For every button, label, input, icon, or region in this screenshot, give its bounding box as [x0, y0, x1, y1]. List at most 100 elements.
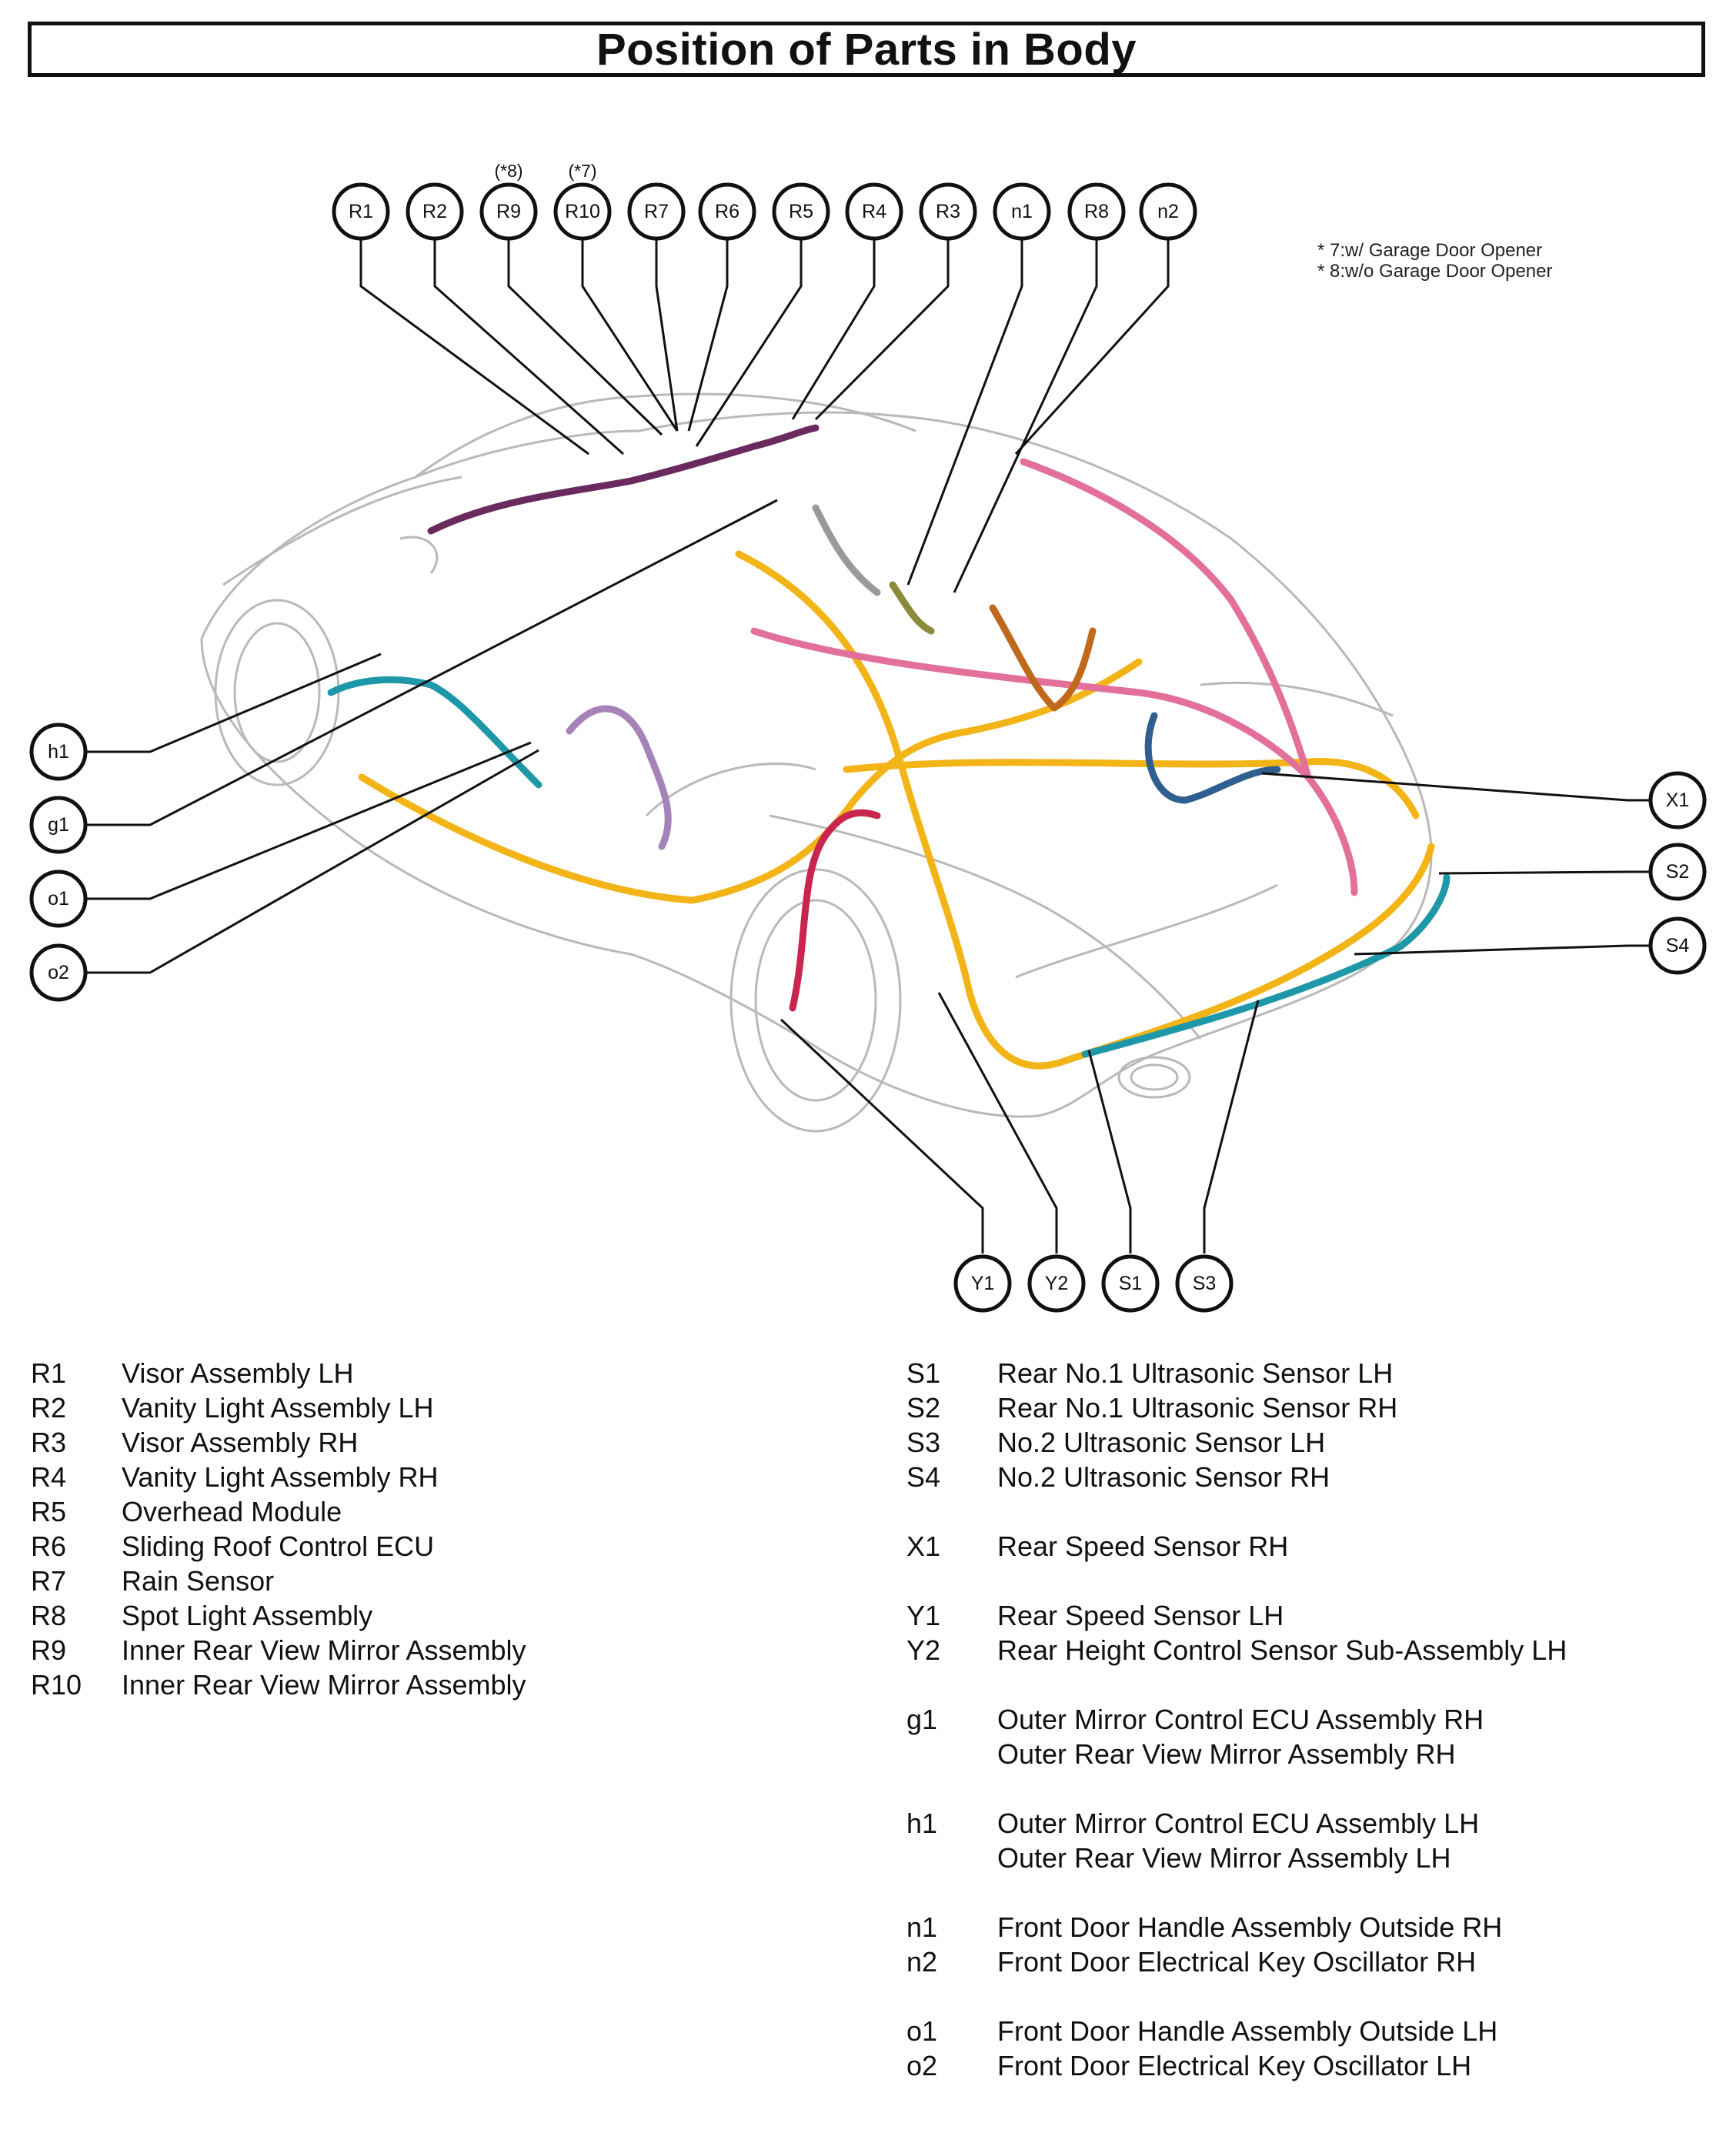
- legend-label: No.2 Ultrasonic Sensor LH: [997, 1427, 1326, 1458]
- legend-code: S1: [906, 1357, 941, 1389]
- legend-label: Overhead Module: [122, 1496, 342, 1527]
- legend-code: n1: [906, 1911, 938, 1943]
- callout-X1: X1: [1648, 771, 1707, 830]
- svg-text:n2: n2: [1157, 201, 1179, 222]
- legend-code: R7: [31, 1565, 67, 1597]
- legend-code: X1: [906, 1530, 941, 1562]
- legend-code: [906, 1737, 997, 1771]
- legend-label: Outer Mirror Control ECU Assembly LH: [997, 1808, 1480, 1839]
- svg-text:R10: R10: [565, 201, 600, 222]
- legend-item-s1: S1 Rear No.1 Ultrasonic Sensor LH: [906, 1356, 1567, 1390]
- legend-item-x1: X1 Rear Speed Sensor RH: [906, 1529, 1567, 1564]
- legend-code: o1: [906, 2015, 938, 2047]
- callout-S1: S1: [1101, 1254, 1160, 1313]
- legend-code: S4: [906, 1461, 941, 1493]
- legend-item-g1: g1 Outer Mirror Control ECU Assembly RH: [906, 1702, 1567, 1737]
- callout-R7: R7: [627, 182, 686, 241]
- legend-spacer: [906, 1875, 1567, 1910]
- svg-text:(*7): (*7): [568, 161, 596, 181]
- legend-label: Inner Rear View Mirror Assembly: [122, 1669, 526, 1701]
- legend-right: S1 Rear No.1 Ultrasonic Sensor LH S2 Rear N…: [906, 1356, 1567, 2083]
- callout-R9: R9 (*8): [479, 161, 538, 241]
- legend-code: R9: [31, 1634, 67, 1666]
- svg-text:S2: S2: [1666, 861, 1690, 883]
- legend-code: o2: [906, 2050, 938, 2081]
- legend-code: S3: [906, 1427, 941, 1458]
- legend-item-y2: Y2 Rear Height Control Sensor Sub-Assembl…: [906, 1633, 1567, 1667]
- legend-label: Front Door Electrical Key Oscillator RH: [997, 1946, 1477, 1978]
- callout-R2: R2: [406, 182, 464, 241]
- leader-lines: [85, 232, 1651, 1253]
- wire-harnesses: [327, 424, 1451, 1070]
- legend-spacer: [906, 1979, 1567, 2014]
- svg-text:R4: R4: [862, 201, 886, 222]
- svg-text:(*8): (*8): [494, 161, 522, 181]
- legend-label: Visor Assembly RH: [122, 1427, 359, 1458]
- legend-label: Rear Speed Sensor RH: [997, 1530, 1289, 1562]
- callouts-top: R1 R2 R9 (*8) R10 (*7) R7 R6 R5 R4 R3 n1 R…: [332, 161, 1197, 241]
- legend-item-r6: R6 Sliding Roof Control ECU: [31, 1529, 526, 1564]
- svg-text:X1: X1: [1666, 789, 1690, 811]
- svg-text:R1: R1: [349, 201, 373, 222]
- legend-code: R6: [31, 1530, 67, 1562]
- harness-lilac: [566, 705, 672, 850]
- legend-item-n1: n1 Front Door Handle Assembly Outside RH: [906, 1910, 1567, 1944]
- legend-code: R5: [31, 1496, 67, 1527]
- legend-code: R3: [31, 1427, 67, 1458]
- callout-S3: S3: [1175, 1254, 1234, 1313]
- legend-item-g1: Outer Rear View Mirror Assembly RH: [906, 1737, 1567, 1771]
- legend-label: Rear Height Control Sensor Sub-Assembly …: [997, 1634, 1567, 1666]
- legend-label: Inner Rear View Mirror Assembly: [122, 1634, 526, 1666]
- callout-R8: R8: [1067, 182, 1126, 241]
- svg-text:R9: R9: [496, 201, 521, 222]
- legend-code: R8: [31, 1600, 67, 1631]
- legend-label: Vanity Light Assembly RH: [122, 1461, 439, 1493]
- legend-label: Outer Rear View Mirror Assembly LH: [997, 1842, 1451, 1874]
- callouts-bottom: Y1 Y2 S1 S3: [953, 1254, 1234, 1313]
- svg-text:R6: R6: [715, 201, 739, 222]
- legend-label: Front Door Handle Assembly Outside RH: [997, 1911, 1503, 1943]
- svg-text:o1: o1: [48, 888, 69, 910]
- legend-item-r3: R3 Visor Assembly RH: [31, 1425, 526, 1460]
- callout-n1: n1: [993, 182, 1051, 241]
- legend-code: Y1: [906, 1600, 941, 1631]
- harness-teal-front: [327, 676, 542, 789]
- legend-label: No.2 Ultrasonic Sensor RH: [997, 1461, 1330, 1493]
- legend-item-r7: R7 Rain Sensor: [31, 1564, 526, 1598]
- legend-label: Outer Mirror Control ECU Assembly RH: [997, 1704, 1484, 1735]
- callout-R4: R4: [845, 182, 903, 241]
- svg-text:Y2: Y2: [1045, 1273, 1069, 1294]
- harness-crimson: [789, 809, 881, 1012]
- legend-code: [906, 1841, 997, 1875]
- footnote-7: * 7:w/ Garage Door Opener: [1317, 240, 1543, 261]
- legend-label: Rear No.1 Ultrasonic Sensor LH: [997, 1357, 1394, 1389]
- harness-roof: [427, 424, 820, 535]
- svg-text:o2: o2: [48, 962, 69, 983]
- legend-code: S2: [906, 1392, 941, 1424]
- callout-S2: S2: [1648, 843, 1707, 901]
- legend-code: Y2: [906, 1634, 941, 1666]
- legend-label: Rain Sensor: [122, 1565, 275, 1597]
- svg-text:R7: R7: [644, 201, 669, 222]
- legend-label: Rear No.1 Ultrasonic Sensor RH: [997, 1392, 1398, 1424]
- svg-text:g1: g1: [48, 814, 69, 836]
- harness-pink-roof: [1020, 458, 1312, 781]
- legend-item-s4: S4 No.2 Ultrasonic Sensor RH: [906, 1460, 1567, 1494]
- callout-o2: o2: [29, 943, 88, 1002]
- callout-h1: h1: [29, 723, 88, 781]
- legend-label: Sliding Roof Control ECU: [122, 1530, 435, 1562]
- legend-spacer: [906, 1771, 1567, 1806]
- callout-n2: n2: [1139, 182, 1197, 241]
- svg-text:R5: R5: [789, 201, 813, 222]
- callout-R3: R3: [919, 182, 977, 241]
- harness-yellow-rear: [843, 758, 1420, 819]
- legend-code: R2: [31, 1392, 67, 1424]
- legend-spacer: [906, 1667, 1567, 1702]
- legend-code: g1: [906, 1704, 938, 1735]
